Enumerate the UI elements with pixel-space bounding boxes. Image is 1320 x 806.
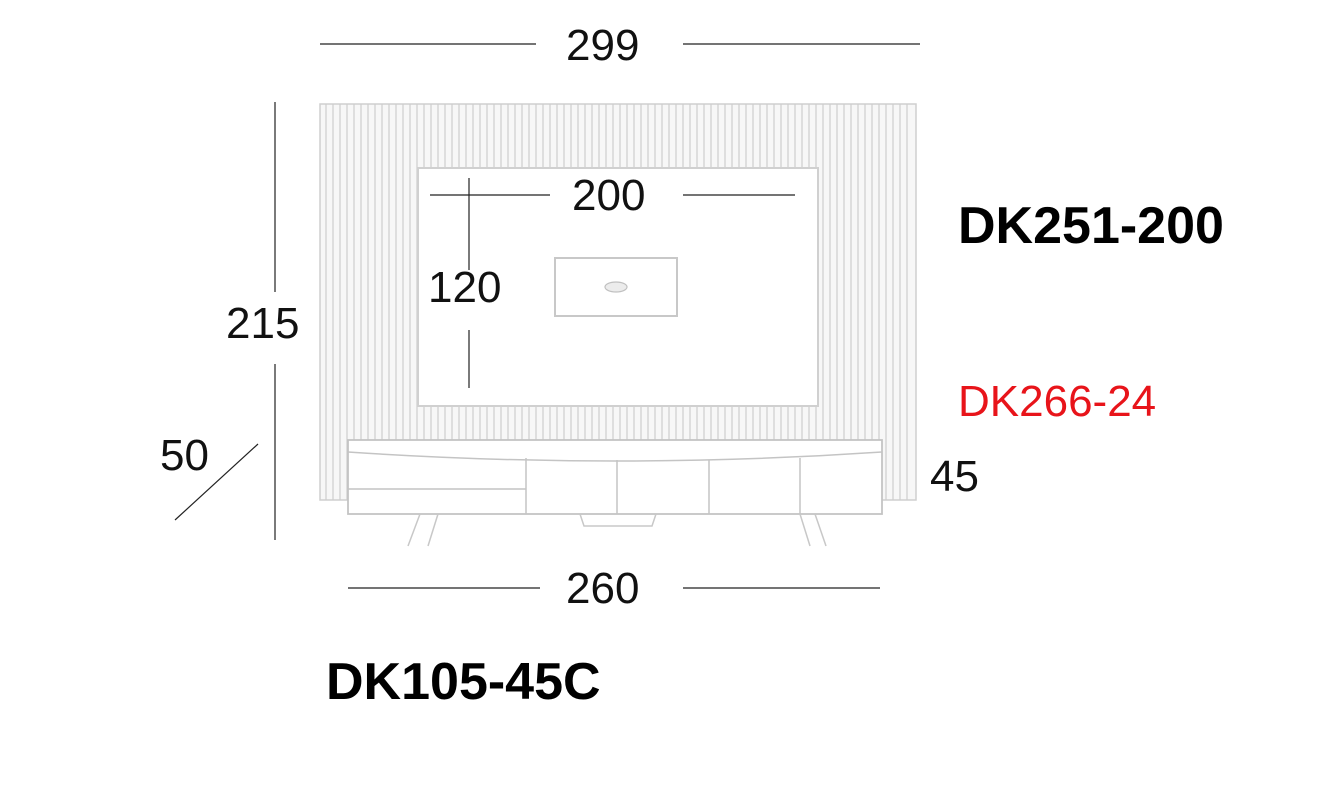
wall-panel (319, 103, 917, 501)
unit-width-label: 260 (566, 564, 640, 613)
tv-port-icon (604, 281, 628, 293)
tv-unit (347, 439, 883, 547)
depth-label: 50 (160, 431, 209, 480)
wall-panel-code: DK251-200 (958, 197, 1224, 255)
tv-unit-code: DK105-45C (326, 653, 601, 711)
opening-height-label: 120 (428, 263, 502, 312)
dimension-lines (174, 43, 920, 589)
overall-height-label: 215 (226, 299, 300, 348)
overall-width-label: 299 (566, 21, 640, 70)
unit-height-label: 45 (930, 452, 979, 501)
accessory-code: DK266-24 (958, 377, 1157, 426)
opening-width-label: 200 (572, 171, 646, 220)
